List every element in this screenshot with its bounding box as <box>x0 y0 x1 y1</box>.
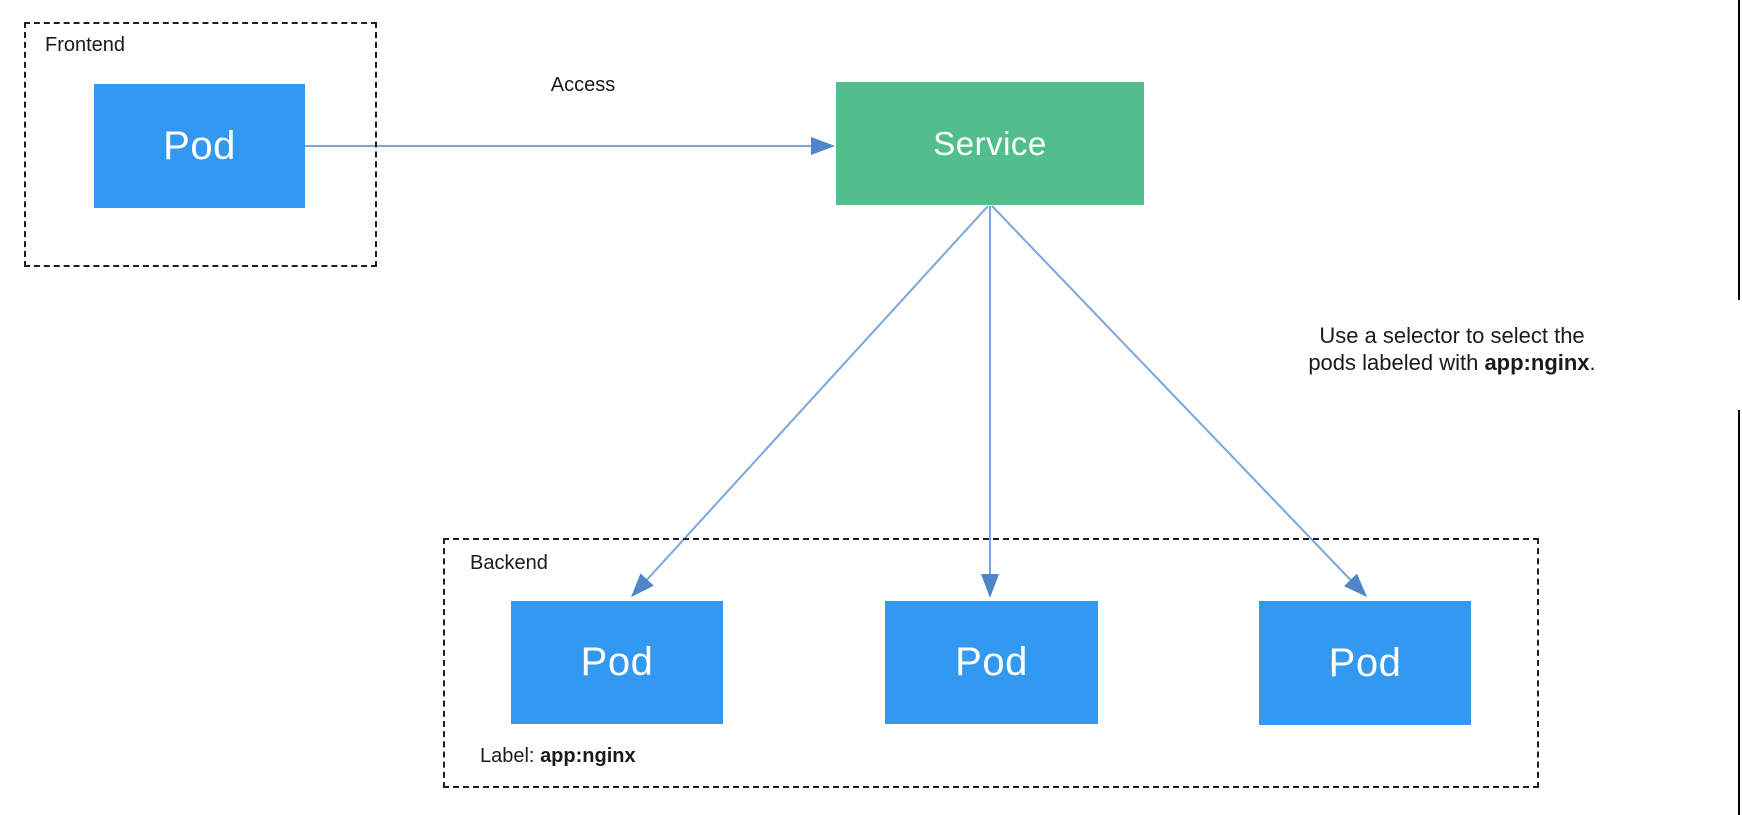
service-box: Service <box>836 82 1144 205</box>
selector-annotation-line1: Use a selector to select the <box>1319 323 1585 348</box>
backend-pod-3: Pod <box>1259 601 1471 725</box>
selector-annotation-line2-prefix: pods labeled with <box>1308 350 1485 375</box>
backend-pods-label: Label: app:nginx <box>480 745 636 768</box>
backend-pod-1-label: Pod <box>580 640 654 684</box>
selector-annotation-line2-suffix: . <box>1589 350 1596 375</box>
frontend-group-label: Frontend <box>45 34 126 56</box>
frontend-pod: Pod <box>94 84 305 208</box>
page-border-fragment-bottom <box>1738 410 1740 815</box>
backend-pod-1: Pod <box>511 601 723 724</box>
backend-pod-2: Pod <box>885 601 1098 724</box>
frontend-group <box>24 22 377 267</box>
frontend-pod-label: Pod <box>163 123 236 168</box>
backend-pods-label-prefix: Label: <box>480 745 541 767</box>
backend-pods-label-value: app:nginx <box>540 745 636 767</box>
arrow-service-to-pod-3 <box>991 205 1368 598</box>
service-label: Service <box>933 124 1047 162</box>
selector-annotation-line2-bold: app:nginx <box>1484 350 1590 375</box>
access-arrow-label: Access <box>550 74 616 96</box>
backend-pod-2-label: Pod <box>955 640 1028 684</box>
arrow-service-to-pod-1 <box>630 205 989 598</box>
backend-group <box>443 538 1539 788</box>
selector-annotation: Use a selector to select the pods labele… <box>1262 322 1642 376</box>
page-border-fragment-top <box>1738 0 1740 300</box>
backend-pod-3-label: Pod <box>1328 640 1402 685</box>
backend-group-label: Backend <box>470 552 548 574</box>
